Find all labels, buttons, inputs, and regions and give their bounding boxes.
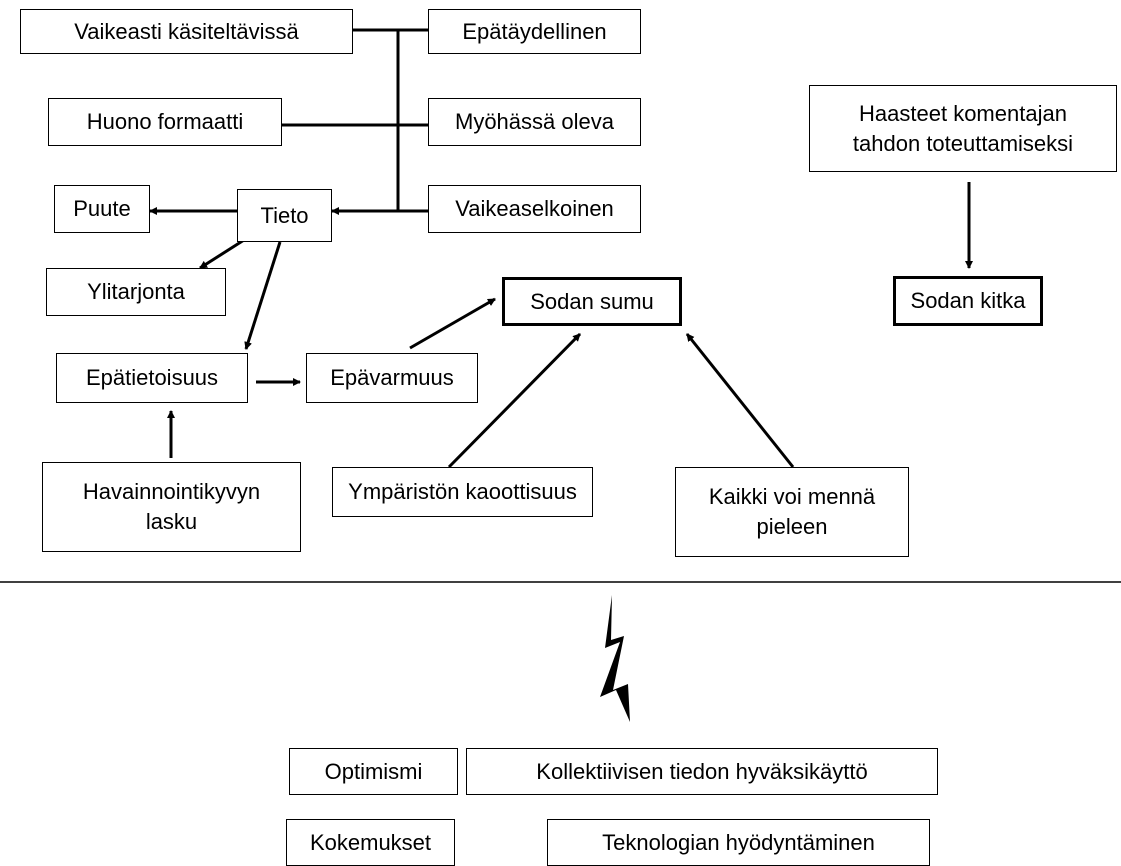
node-label: Kollektiivisen tiedon hyväksikäyttö [536,758,868,784]
node-label: Kaikki voi mennä pieleen [708,484,876,539]
node-kokemukset: Kokemukset [286,819,455,866]
node-huono-formaatti: Huono formaatti [48,98,282,146]
node-haasteet-komentajan-tahdon: Haasteet komentajan tahdon toteuttamisek… [809,85,1117,172]
node-puute: Puute [54,185,150,233]
node-vaikeaselkoinen: Vaikeaselkoinen [428,185,641,233]
node-label: Optimismi [324,758,423,784]
node-label: Teknologian hyödyntäminen [602,829,875,855]
node-sodan-kitka: Sodan kitka [893,276,1043,326]
node-epatietoisuus: Epätietoisuus [56,353,248,403]
node-myohassa-oleva: Myöhässä oleva [428,98,641,146]
node-kollektiivisen-tiedon: Kollektiivisen tiedon hyväksikäyttö [466,748,938,795]
node-label: Sodan sumu [530,288,654,314]
node-label: Tieto [260,202,309,228]
node-sodan-sumu: Sodan sumu [502,277,682,326]
node-ylitarjonta: Ylitarjonta [46,268,226,316]
node-label: Sodan kitka [910,288,1026,313]
lightning-bolt-icon [600,595,630,722]
node-label: Ylitarjonta [87,279,185,304]
node-epataydellinen: Epätäydellinen [428,9,641,54]
node-tieto: Tieto [237,189,332,242]
node-label: Ympäristön kaoottisuus [348,479,577,504]
node-label: Puute [73,196,131,221]
node-label: Vaikeaselkoinen [455,196,614,221]
node-teknologian-hyodyntaminen: Teknologian hyödyntäminen [547,819,930,866]
arrow-ymparisto-to-sodan-sumu [447,332,582,469]
node-label: Epätietoisuus [85,365,219,390]
node-optimismi: Optimismi [289,748,458,795]
node-label: Huono formaatti [86,109,244,134]
node-ympariston-kaoottisuus: Ympäristön kaoottisuus [332,467,593,517]
node-havainnointikyvyn-lasku: Havainnointikyvyn lasku [42,462,301,552]
node-epavarmuus: Epävarmuus [306,353,478,403]
node-label: Havainnointikyvyn lasku [82,479,261,534]
node-label: Vaikeasti käsiteltävissä [74,18,299,44]
node-label: Haasteet komentajan tahdon toteuttamisek… [852,100,1074,156]
node-label: Epävarmuus [330,365,454,390]
node-label: Kokemukset [309,829,432,855]
node-label: Epätäydellinen [462,18,607,44]
arrow-tieto-to-epatietoisuus [244,241,282,350]
arrow-epavarmuus-to-sodan-sumu [409,297,496,350]
node-kaikki-voi-menna-pieleen: Kaikki voi mennä pieleen [675,467,909,557]
node-label: Myöhässä oleva [455,109,614,134]
arrow-tieto-to-ylitarjonta [199,238,245,270]
arrow-kaikki-to-sodan-sumu [685,333,795,468]
node-vaikeasti-kasiteltavissa: Vaikeasti käsiteltävissä [20,9,353,54]
